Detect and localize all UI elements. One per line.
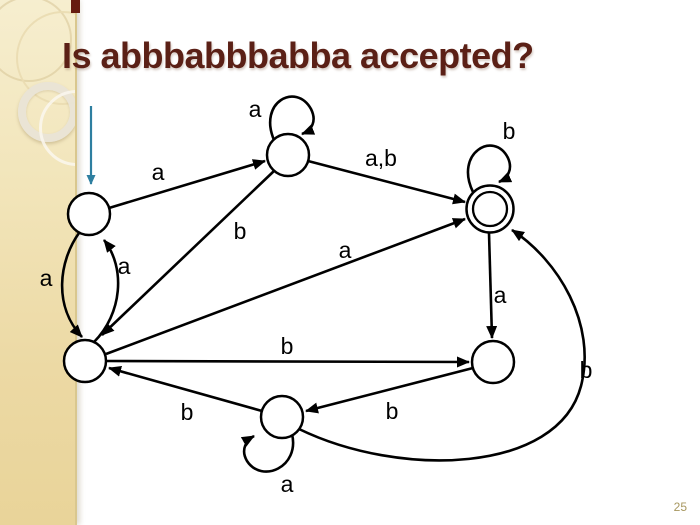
transition-label: b: [234, 218, 247, 244]
transition-label: a: [40, 265, 53, 291]
transition-label: a: [494, 282, 507, 308]
transition-q0-q1: [108, 159, 266, 210]
state-q3: [62, 338, 108, 384]
transition-label: b: [281, 333, 294, 359]
transition-label: a: [281, 471, 294, 497]
transition-q0-q3: [60, 232, 83, 338]
state-q2-accepting: [465, 184, 515, 234]
transition-q4-q5: [305, 366, 474, 414]
transition-q2-q4: [486, 232, 498, 339]
transition-q5-q3: [108, 365, 263, 413]
transition-label: b: [580, 357, 593, 383]
transition-q1-q3: [101, 170, 275, 336]
transition-label: b: [503, 118, 516, 144]
transition-label: b: [181, 399, 194, 425]
transition-q2-q2: [466, 144, 513, 193]
state-q0: [66, 191, 112, 237]
transition-q3-q2: [105, 217, 466, 356]
transition-label: a: [152, 159, 165, 185]
transition-q3-q0: [93, 239, 120, 343]
transition-label: a: [249, 96, 262, 122]
transition-label: b: [386, 398, 399, 424]
transition-q1-q2: [307, 159, 466, 205]
transition-label: a: [339, 237, 352, 263]
state-q4: [470, 339, 516, 385]
page-title: Is abbbabbbabba accepted?: [62, 35, 534, 76]
theme-red-tab: [71, 0, 80, 13]
transition-q1-q1: [268, 95, 316, 141]
transition-label: a: [118, 253, 131, 279]
page-number: 25: [673, 500, 687, 514]
state-q1: [265, 132, 311, 178]
transition-q5-q2: [298, 228, 586, 462]
transition-label: a,b: [365, 145, 397, 171]
transition-q5-q5: [240, 433, 295, 473]
state-q5: [259, 394, 305, 440]
transition-q3-q4: [105, 356, 470, 368]
